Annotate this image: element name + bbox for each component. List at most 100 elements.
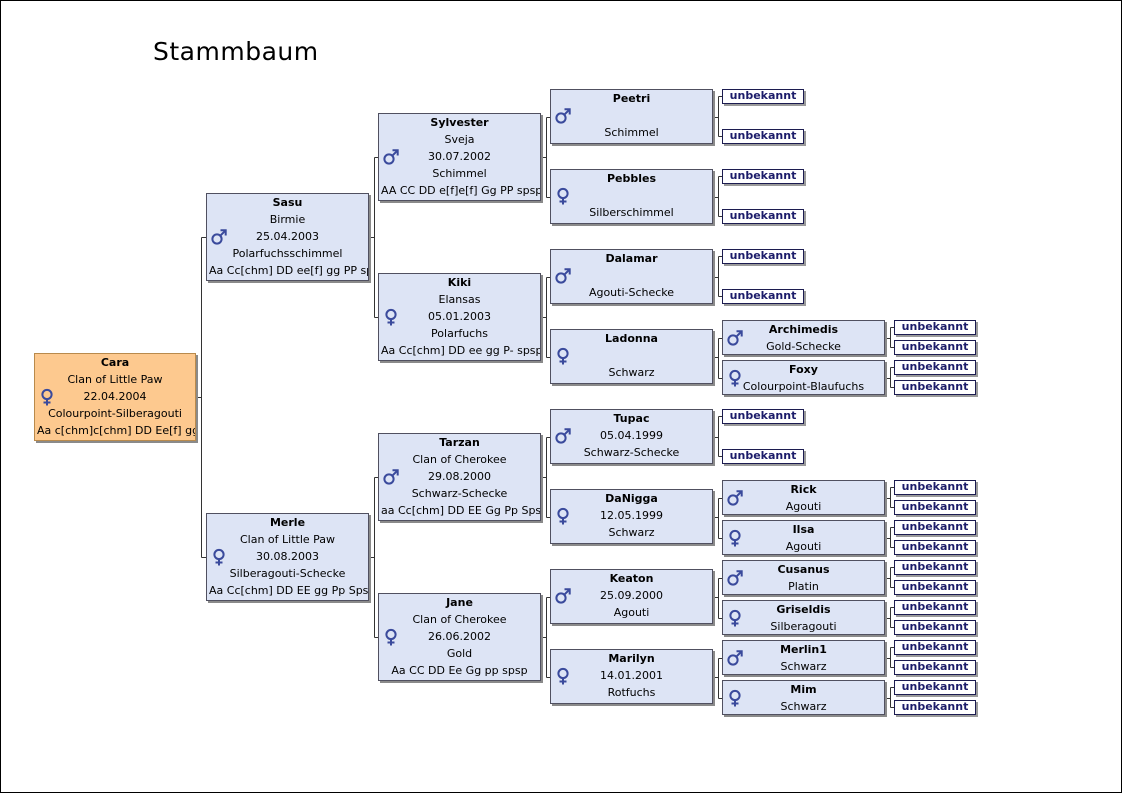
male-symbol-icon [727,490,743,506]
female-symbol-icon [385,308,397,326]
animal-detail: Colourpoint-Silberagouti [48,407,182,420]
animal-name: Merle [269,516,306,529]
animal-detail [551,347,712,364]
animal-detail: Aa Cc[chm] DD ee[f] gg PP spsp [209,264,368,277]
animal-detail: 25.09.2000 [600,589,663,602]
female-symbol-icon [729,369,741,387]
female-symbol-icon [729,609,741,627]
female-symbol-icon [729,529,741,547]
unknown-parent-box[interactable]: unbekannt [894,620,976,635]
animal-detail: Aa Cc[chm] DD EE gg Pp Spsp [209,584,368,597]
animal-detail: 25.04.2003 [256,230,319,243]
animal-detail: Clan of Cherokee [412,613,507,626]
animal-detail: Silberschimmel [589,206,674,219]
unknown-parent-box[interactable]: unbekannt [894,560,976,575]
animal-detail: aa Cc[chm] DD EE Gg Pp Spsp [381,504,540,517]
animal-detail: Colourpoint-Blaufuchs [742,380,865,393]
unknown-parent-box[interactable]: unbekannt [894,540,976,555]
animal-name: DaNigga [605,492,658,505]
unknown-parent-box[interactable]: unbekannt [894,660,976,675]
unknown-parent-box[interactable]: unbekannt [894,340,976,355]
unknown-parent-box[interactable]: unbekannt [894,520,976,535]
unknown-parent-box[interactable]: unbekannt [894,320,976,335]
animal-name: Cara [100,356,130,369]
animal-detail: Clan of Little Paw [67,373,163,386]
unknown-parent-box[interactable]: unbekannt [722,409,804,424]
male-symbol-icon [555,268,571,284]
unknown-parent-box[interactable]: unbekannt [722,169,804,184]
unknown-parent-box[interactable]: unbekannt [722,129,804,144]
animal-name: Dalamar [605,252,658,265]
animal-name: Tarzan [439,436,480,449]
unknown-parent-box[interactable]: unbekannt [894,600,976,615]
unknown-parent-box[interactable]: unbekannt [894,500,976,515]
animal-detail: 30.07.2002 [428,150,491,163]
female-symbol-icon [385,628,397,646]
animal-detail: 05.01.2003 [428,310,491,323]
animal-detail: Clan of Cherokee [412,453,507,466]
animal-detail: 29.08.2000 [428,470,491,483]
animal-name: Rick [790,483,817,496]
animal-detail: Schimmel [432,167,487,180]
animal-detail: Rotfuchs [607,686,656,699]
unknown-parent-box[interactable]: unbekannt [894,360,976,375]
animal-detail: Schwarz [780,700,827,713]
animal-name: Mim [790,683,817,696]
unknown-parent-box[interactable]: unbekannt [722,249,804,264]
animal-detail: 14.01.2001 [600,669,663,682]
animal-detail: Silberagouti [770,620,837,633]
animal-detail: Agouti [785,500,822,513]
unknown-parent-box[interactable]: unbekannt [722,449,804,464]
unknown-parent-box[interactable]: unbekannt [894,680,976,695]
animal-detail: Schwarz-Schecke [411,487,508,500]
animal-name: Keaton [609,572,654,585]
unknown-parent-box[interactable]: unbekannt [722,89,804,104]
animal-name: Marilyn [608,652,655,665]
unknown-parent-box[interactable]: unbekannt [894,480,976,495]
animal-name: Merlin1 [780,643,827,656]
animal-name: Foxy [789,363,818,376]
unknown-parent-box[interactable]: unbekannt [722,289,804,304]
male-symbol-icon [383,149,399,165]
animal-detail: 12.05.1999 [600,509,663,522]
male-symbol-icon [555,588,571,604]
unknown-parent-box[interactable]: unbekannt [722,209,804,224]
animal-detail [551,187,712,204]
female-symbol-icon [213,548,225,566]
unknown-parent-box[interactable]: unbekannt [894,580,976,595]
unknown-parent-box[interactable]: unbekannt [894,640,976,655]
unknown-parent-box[interactable]: unbekannt [894,380,976,395]
animal-name: Ladonna [605,332,658,345]
unknown-parent-box[interactable]: unbekannt [894,700,976,715]
animal-detail: Aa Cc[chm] DD ee gg P- spsp [381,344,540,357]
male-symbol-icon [727,330,743,346]
animal-detail: Agouti [613,606,650,619]
animal-detail: Sveja [444,133,475,146]
animal-detail: Schimmel [604,126,659,139]
male-symbol-icon [555,428,571,444]
